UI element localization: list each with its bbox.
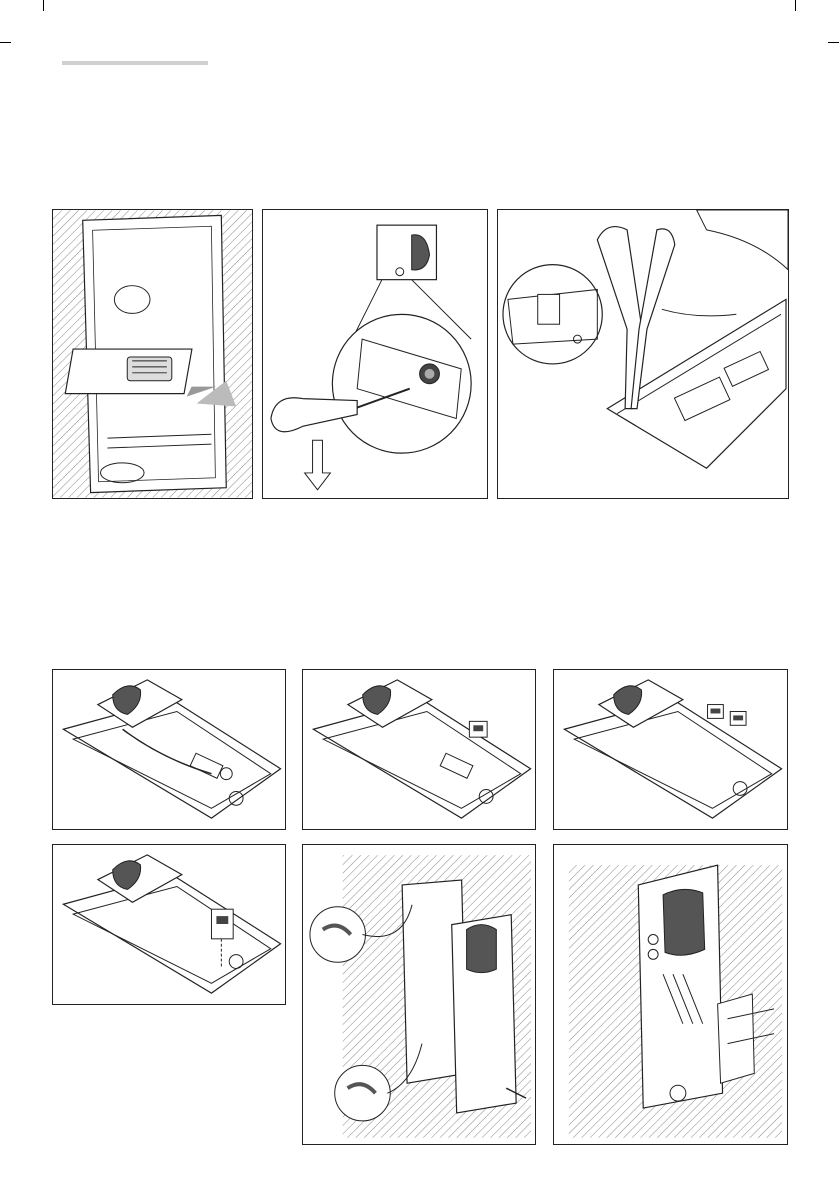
figure-side-terminal <box>52 844 286 1005</box>
figure-pliers-cut-tab <box>497 209 789 499</box>
crop-mark-top-right-h <box>828 42 839 43</box>
single-terminal-illustration <box>303 670 535 829</box>
installed-unit-illustration <box>554 845 787 1144</box>
figure-installed-unit <box>553 844 788 1145</box>
screwdriver-release-illustration <box>263 210 487 498</box>
figure-double-terminal <box>553 669 788 830</box>
side-terminal-illustration <box>53 845 285 1004</box>
pliers-cut-tab-illustration <box>498 210 788 498</box>
wall-box-insert-illustration <box>53 210 252 498</box>
module-wiring-illustration <box>53 670 285 829</box>
figure-module-wiring <box>52 669 286 830</box>
crop-mark-top-left-h <box>0 42 11 43</box>
crop-mark-top-right-v <box>795 0 796 11</box>
figure-screwdriver-release <box>262 209 488 499</box>
figure-wall-box-insert <box>52 209 253 499</box>
figure-single-terminal <box>302 669 536 830</box>
crop-mark-top-left-v <box>43 0 44 11</box>
wall-mount-cables-illustration <box>303 845 535 1144</box>
figure-wall-mount-cables <box>302 844 536 1145</box>
double-terminal-illustration <box>554 670 787 829</box>
section-header-rule <box>62 61 208 65</box>
